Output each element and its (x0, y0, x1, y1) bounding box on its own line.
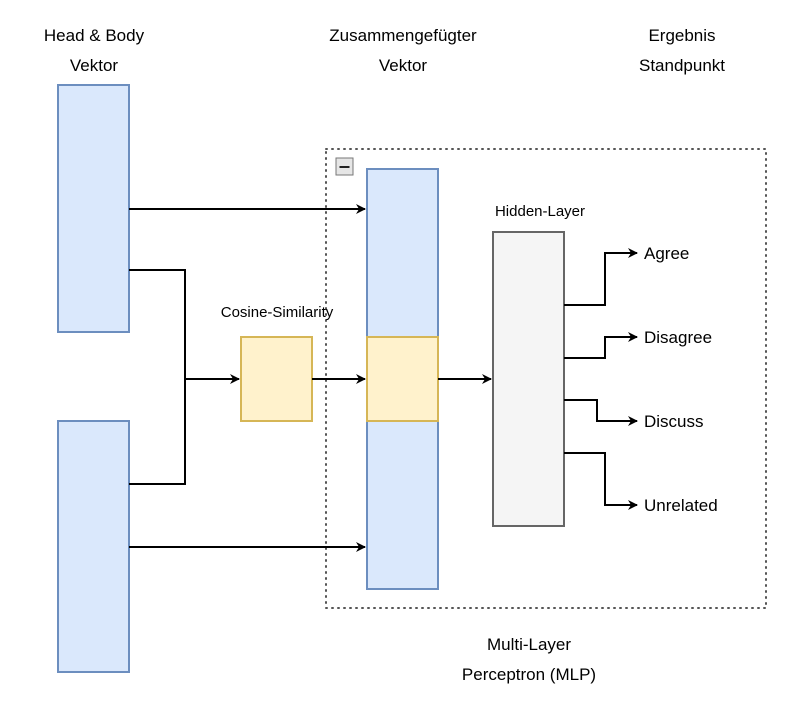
concat-heading-line2: Vektor (379, 56, 428, 75)
collapse-button[interactable] (335, 157, 354, 176)
output-label-discuss: Discuss (644, 412, 704, 431)
output-arrow-disagree (564, 332, 638, 359)
head-to-cosine-connector (129, 269, 186, 379)
output-arrow-agree (564, 248, 638, 306)
output-label-unrelated: Unrelated (644, 496, 718, 515)
input-heading-line2: Vektor (70, 56, 119, 75)
body-to-cosine-connector (129, 379, 186, 485)
concat-heading-line1: Zusammengefügter (329, 26, 477, 45)
head-vector[interactable] (57, 84, 130, 333)
concat-head-segment[interactable] (366, 168, 439, 338)
hidden-layer-node[interactable] (492, 231, 565, 527)
input-heading-line1: Head & Body (44, 26, 145, 45)
output-label-agree: Agree (644, 244, 689, 263)
body-vector[interactable] (57, 420, 130, 673)
cosine-similarity-label: Cosine-Similarity (221, 304, 334, 321)
mlp-label-line1: Multi-Layer (487, 635, 571, 654)
concat-similarity-segment[interactable] (366, 336, 439, 422)
hidden-layer-label: Hidden-Layer (495, 203, 585, 220)
result-heading-line2: Standpunkt (639, 56, 725, 75)
result-heading-line1: Ergebnis (648, 26, 715, 45)
cosine-similarity-node[interactable] (240, 336, 313, 422)
output-arrow-discuss (564, 399, 638, 426)
concat-body-segment[interactable] (366, 420, 439, 590)
output-label-disagree: Disagree (644, 328, 712, 347)
mlp-label-line2: Perceptron (MLP) (462, 665, 596, 684)
output-arrow-unrelated (564, 452, 638, 510)
